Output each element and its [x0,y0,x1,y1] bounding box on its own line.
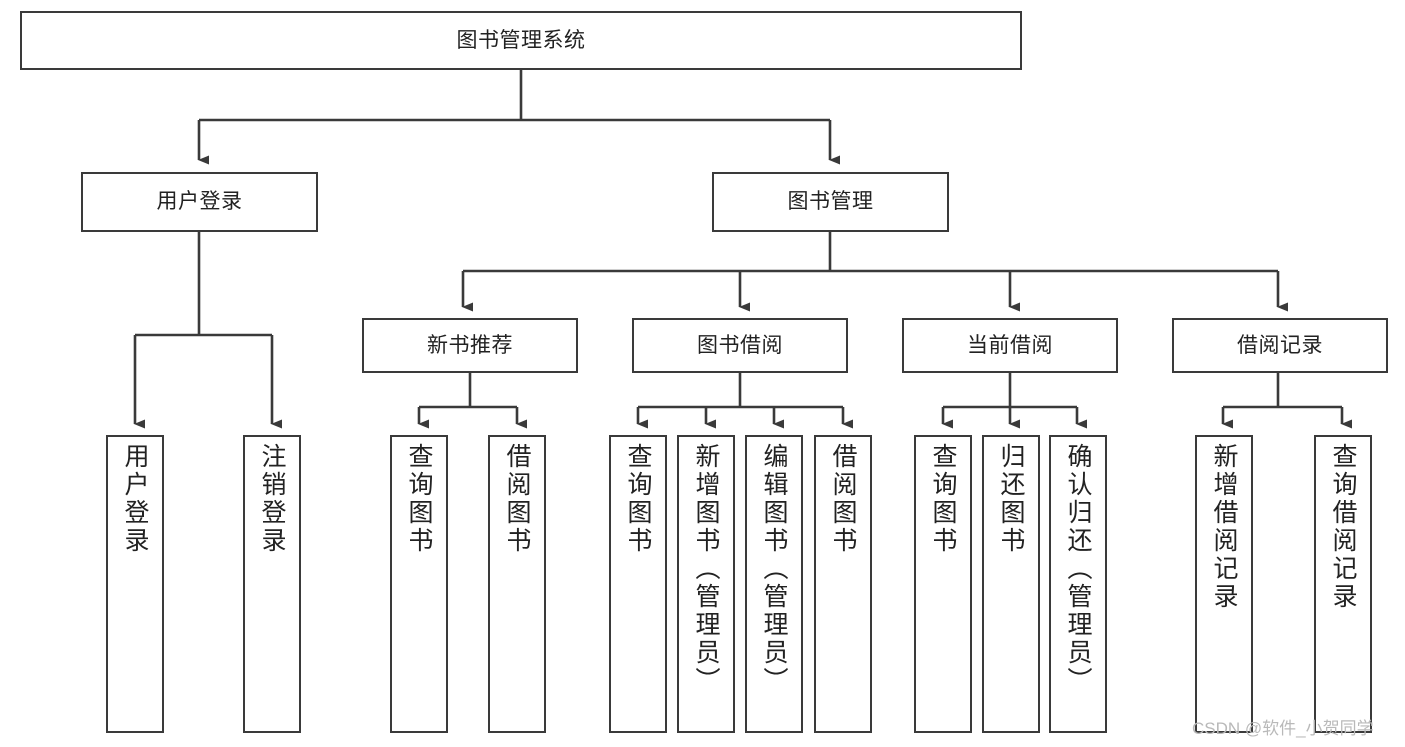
node-borrow-records[interactable]: 借阅记录 [1172,318,1388,373]
node-new-book-recommendation[interactable]: 新书推荐 [362,318,578,373]
node-label: 图书管理系统 [456,28,586,52]
leaf-current-query-book[interactable]: 查询图书 [914,435,972,733]
node-label: 新增借阅记录 [1210,443,1238,611]
leaf-record-query[interactable]: 查询借阅记录 [1314,435,1372,733]
node-label: 用户登录 [121,443,149,555]
node-label: 归还图书 [997,443,1025,555]
node-label: 当前借阅 [967,333,1053,357]
node-label: 借阅记录 [1237,333,1323,357]
node-label: 借阅图书 [829,443,857,555]
leaf-current-return-book[interactable]: 归还图书 [982,435,1040,733]
node-label: 新增图书（管理员） [692,443,720,695]
node-label: 查询借阅记录 [1329,443,1357,611]
leaf-borrow-edit-book-admin[interactable]: 编辑图书（管理员） [745,435,803,733]
node-book-management[interactable]: 图书管理 [712,172,949,232]
node-label: 注销登录 [258,443,286,555]
node-label: 编辑图书（管理员） [760,443,788,695]
node-label: 借阅图书 [503,443,531,555]
leaf-record-add[interactable]: 新增借阅记录 [1195,435,1253,733]
node-label: 查询图书 [405,443,433,555]
node-label: 查询图书 [929,443,957,555]
leaf-logout[interactable]: 注销登录 [243,435,301,733]
leaf-user-login[interactable]: 用户登录 [106,435,164,733]
leaf-borrow-borrow-book[interactable]: 借阅图书 [814,435,872,733]
leaf-borrow-query-book[interactable]: 查询图书 [609,435,667,733]
node-current-borrowing[interactable]: 当前借阅 [902,318,1118,373]
leaf-new-book-borrow[interactable]: 借阅图书 [488,435,546,733]
node-label: 图书管理 [787,190,874,214]
leaf-current-confirm-return-admin[interactable]: 确认归还（管理员） [1049,435,1107,733]
node-label: 新书推荐 [427,333,513,357]
leaf-borrow-add-book-admin[interactable]: 新增图书（管理员） [677,435,735,733]
node-user-login[interactable]: 用户登录 [81,172,318,232]
node-label: 图书借阅 [697,333,783,357]
node-label: 查询图书 [624,443,652,555]
node-label: 用户登录 [156,190,243,214]
leaf-new-book-query[interactable]: 查询图书 [390,435,448,733]
node-label: 确认归还（管理员） [1064,443,1092,695]
node-root-book-management-system[interactable]: 图书管理系统 [20,11,1022,70]
node-book-borrowing[interactable]: 图书借阅 [632,318,848,373]
